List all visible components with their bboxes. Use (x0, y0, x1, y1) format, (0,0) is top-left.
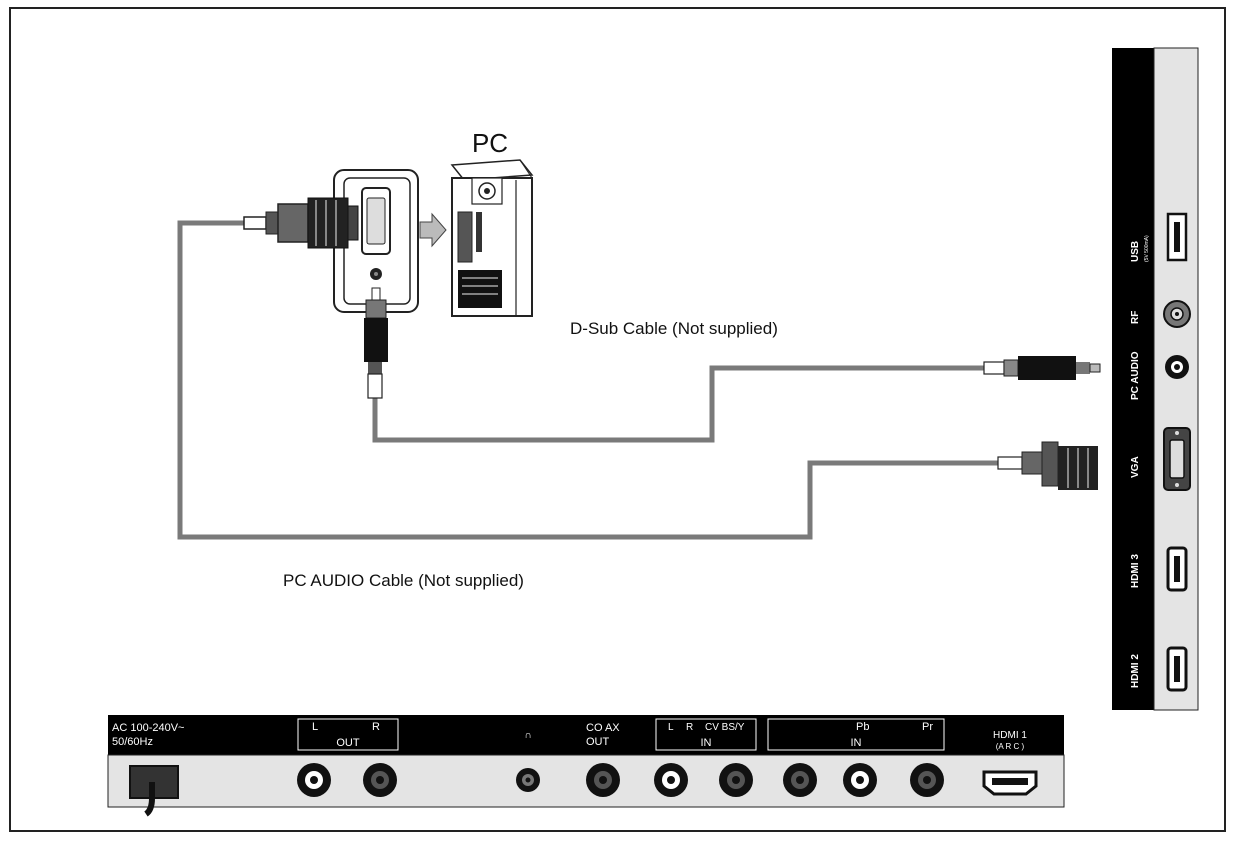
vga-label: VGA (1130, 456, 1141, 478)
pc-audio-port-icon (1165, 355, 1189, 379)
audio-out-r-port-icon (363, 763, 397, 797)
hdmi3-label: HDMI 3 (1130, 554, 1141, 588)
hdmi1-label-line1: HDMI 1 (993, 730, 1027, 741)
usb-port-icon (1166, 212, 1188, 262)
pr-label: Pr (922, 721, 933, 733)
component-pb-port-icon (843, 763, 877, 797)
audio-plug-tv-icon (983, 356, 1101, 380)
out-label: OUT (336, 737, 360, 749)
ac-power-port-icon (129, 765, 179, 817)
headphone-port-icon (516, 768, 540, 792)
tv-bottom-panel: AC 100-240V~ 50/60Hz L R OUT ∩ CO AX OUT… (107, 715, 1065, 817)
vga-plug-pc-icon (243, 197, 359, 249)
tv-side-panel: USB (5V 500mA) RF PC AUDIO VGA HDMI 3 HD… (1112, 47, 1199, 711)
pc-audio-cable-label: PC AUDIO Cable (Not supplied) (283, 571, 524, 590)
ac-label-line2: 50/60Hz (112, 736, 153, 748)
vga-plug-tv-icon (997, 441, 1098, 490)
out-r-label: R (372, 721, 380, 733)
hdmi2-port-icon (1166, 646, 1188, 692)
dsub-cable-label: D-Sub Cable (Not supplied) (570, 319, 778, 338)
pb-label: Pb (856, 721, 869, 733)
rf-port-icon (1163, 300, 1191, 328)
pc-tower-icon (450, 159, 534, 317)
usb-label: USB (1130, 241, 1141, 262)
in1-l-label: L (668, 722, 674, 733)
in1-r-label: R (686, 722, 693, 733)
coax-label-line2: OUT (586, 736, 610, 748)
headphone-icon: ∩ (524, 730, 531, 741)
audio-plug-pc-icon (364, 287, 388, 399)
audio-out-l-port-icon (297, 763, 331, 797)
ac-label-line1: AC 100-240V~ (112, 722, 184, 734)
hdmi1-port-icon (982, 770, 1038, 796)
in1-label: IN (701, 737, 712, 749)
rf-label: RF (1130, 311, 1141, 324)
pc-label: PC (472, 128, 508, 158)
av-in-cvbs-port-icon (783, 763, 817, 797)
av-in-l-port-icon (654, 763, 688, 797)
pc-audio-label: PC AUDIO (1130, 351, 1141, 400)
pc-audio-cable (177, 220, 1002, 540)
coax-out-port-icon (586, 763, 620, 797)
usb-sub-label: (5V 500mA) (1144, 235, 1150, 262)
in1-cvbs-label: CV BS/Y (705, 722, 745, 733)
coax-label-line1: CO AX (586, 722, 620, 734)
hdmi2-label: HDMI 2 (1130, 654, 1141, 688)
in2-label: IN (851, 737, 862, 749)
vga-port-icon (1163, 427, 1191, 491)
dsub-cable (372, 365, 988, 443)
av-in-r-port-icon (719, 763, 753, 797)
component-pr-port-icon (910, 763, 944, 797)
hdmi1-label-line2: (A R C ) (996, 742, 1025, 751)
hdmi3-port-icon (1166, 546, 1188, 592)
diagram-frame (9, 7, 1226, 832)
arrow-icon (419, 212, 447, 248)
out-l-label: L (312, 721, 318, 733)
